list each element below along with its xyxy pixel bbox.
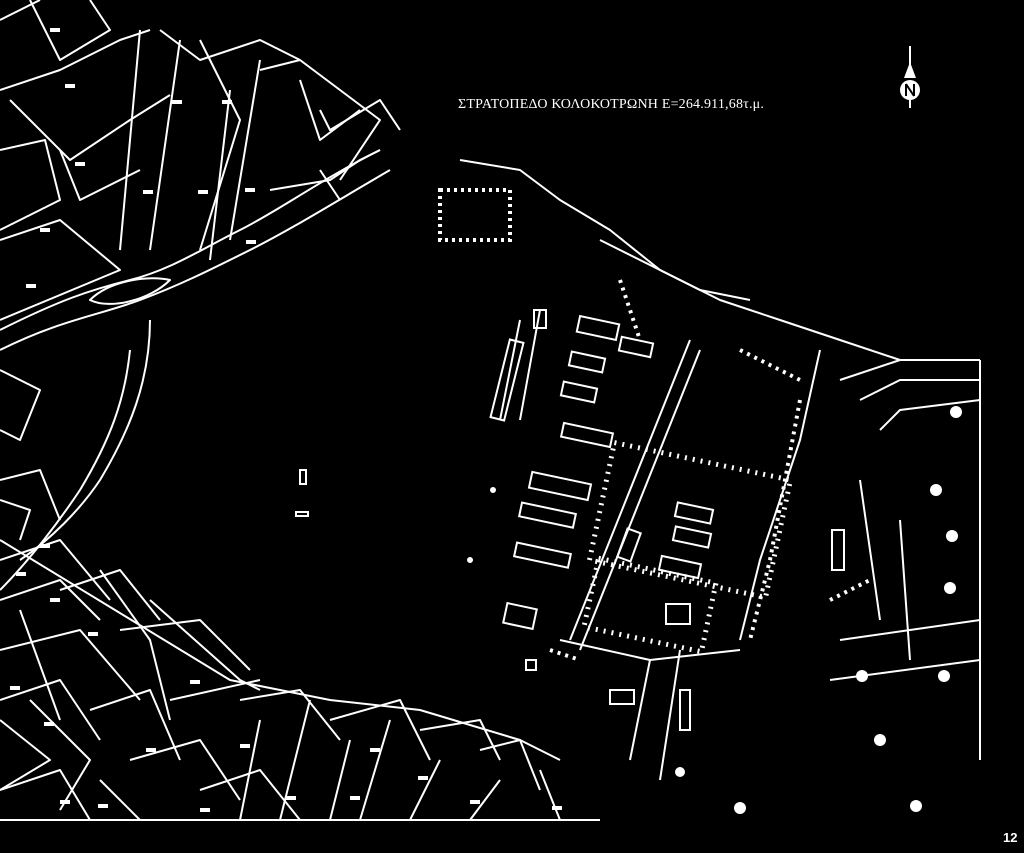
buildings	[295, 309, 845, 731]
north-arrow-icon	[900, 46, 920, 108]
parcel-markers	[10, 28, 962, 814]
parcel-lines	[0, 0, 981, 821]
page-number: 12	[1003, 830, 1018, 845]
map-title: ΣΤΡΑΤΟΠΕΔΟ ΚΟΛΟΚΟΤΡΩΝΗ Ε=264.911,68τ.μ.	[458, 97, 765, 112]
